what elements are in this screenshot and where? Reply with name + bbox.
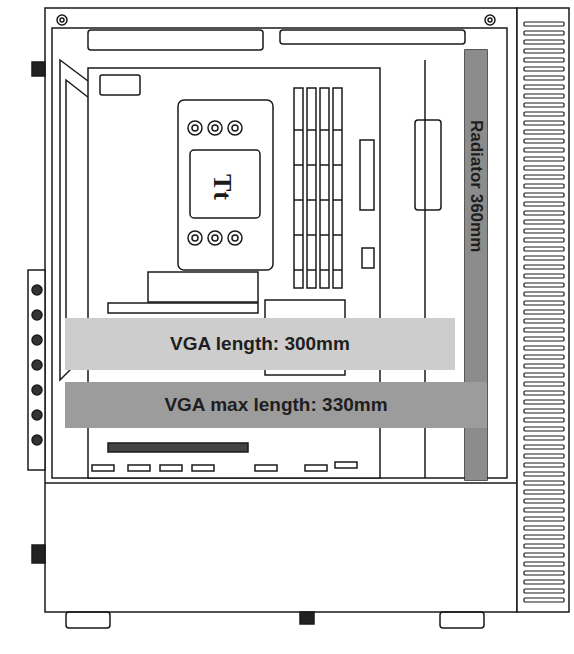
band-label: VGA length: 300mm [170, 334, 350, 355]
brand-logo: Tt [207, 174, 237, 200]
vga-max-length-band: VGA max length: 330mm [65, 382, 487, 428]
band-label: VGA max length: 330mm [164, 395, 387, 416]
vga-length-band: VGA length: 300mm [65, 318, 455, 370]
band-label: Radiator 360mm [467, 120, 486, 252]
